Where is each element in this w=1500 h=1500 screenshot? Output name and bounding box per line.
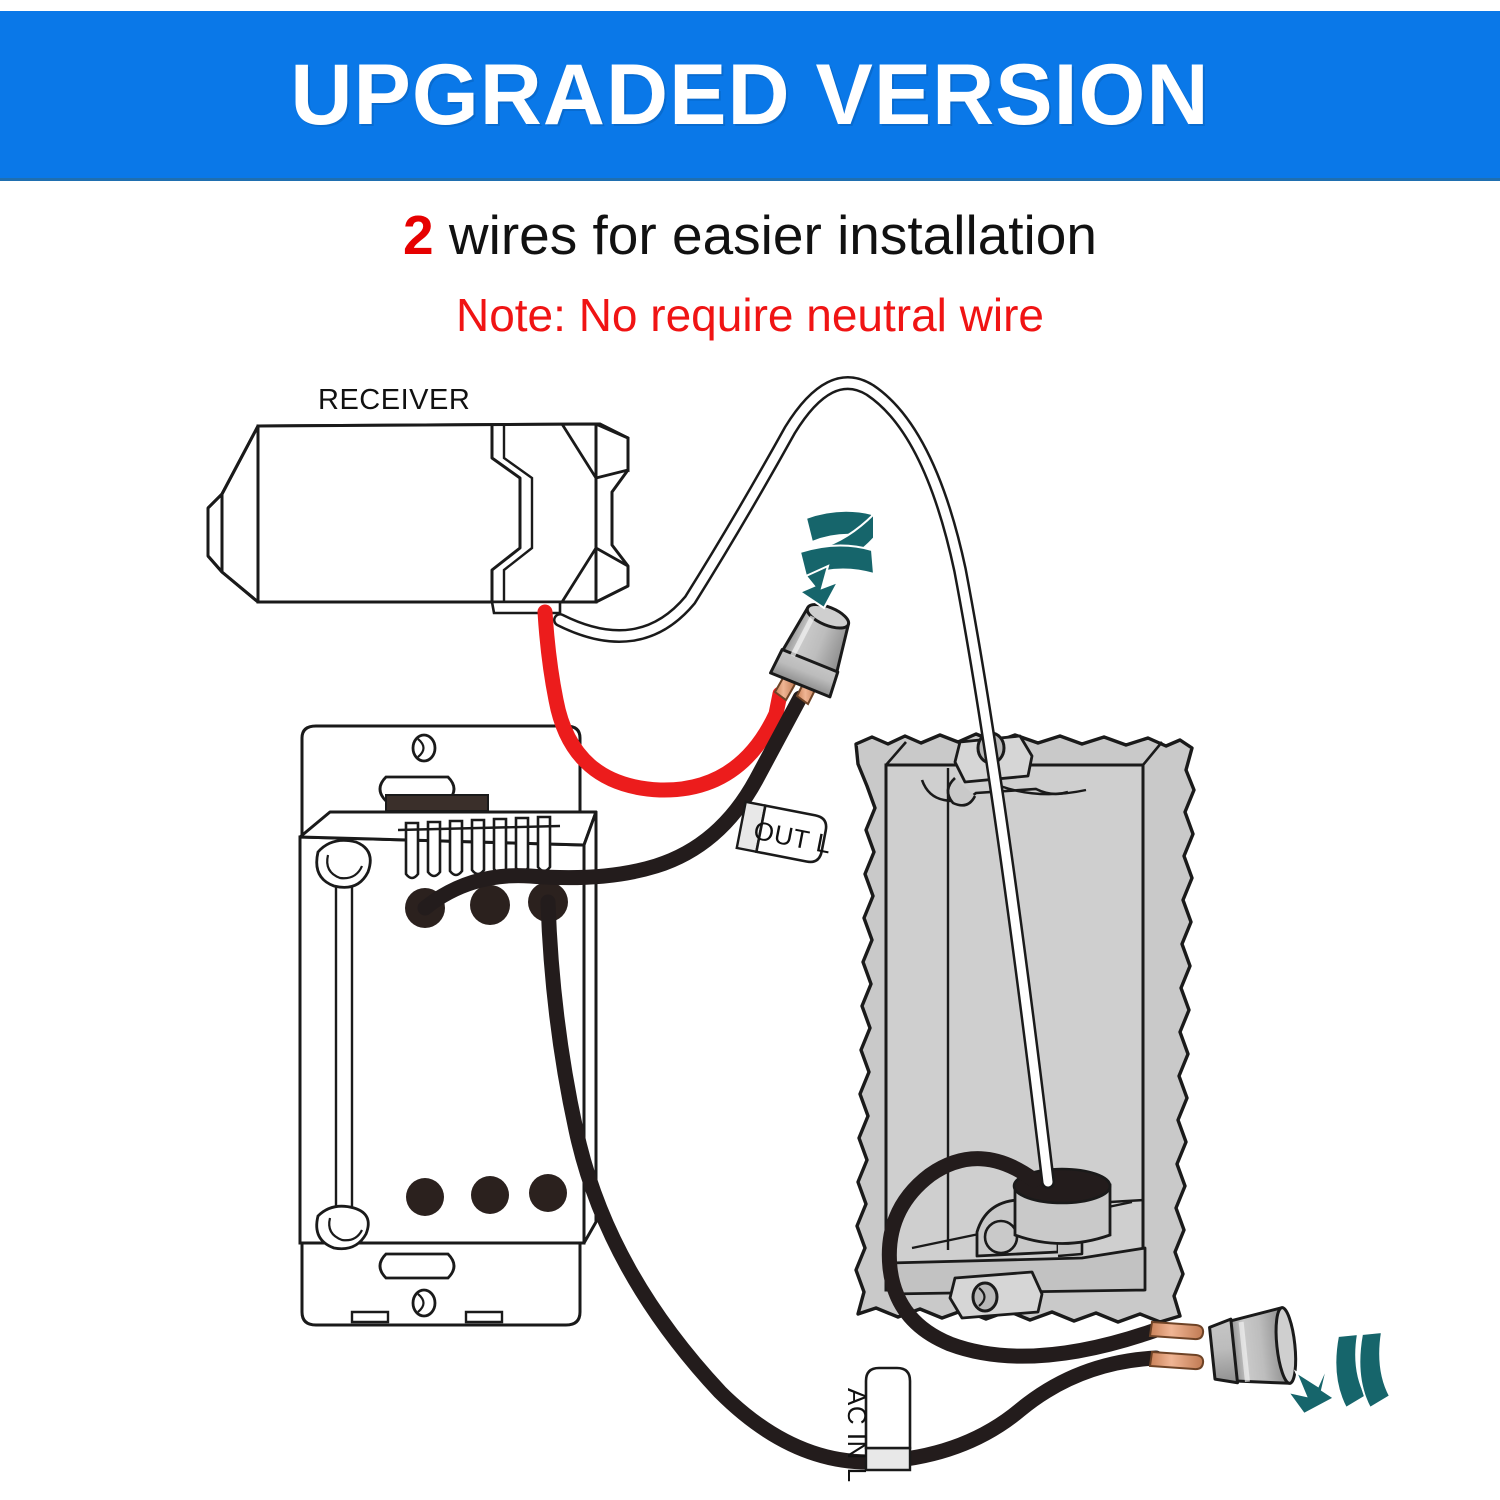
banner-title: UPGRADED VERSION <box>290 46 1210 143</box>
banner-underline-divider <box>0 178 1500 181</box>
tag-ac-in-l-collar <box>864 1446 912 1472</box>
switch-bottom-left-paddle <box>315 1204 370 1251</box>
receiver-caption: RECEIVER <box>318 384 471 416</box>
receiver-left-bevel <box>206 425 260 604</box>
black-ac-in-l-wire <box>540 894 1164 1470</box>
wire-nut-lower-highlight <box>1238 1321 1250 1382</box>
twist-arrow-lower-icon <box>1285 1330 1392 1416</box>
switch-terminal-lower-2 <box>471 1176 509 1214</box>
wire-nut-lower <box>1208 1306 1298 1385</box>
switch-terminal-lower-3 <box>529 1174 567 1212</box>
switch-bottom-left-paddle-inner <box>328 1217 363 1242</box>
switch-yoke-top-screw-slot <box>417 738 425 758</box>
wire-nut-upper-top <box>805 603 851 630</box>
black-box-lead-wire <box>881 1151 1164 1364</box>
switch-body-left-panel <box>334 845 354 1240</box>
black-ac-in-l-path <box>540 894 876 1470</box>
tag-ac-in-l-label: AC IN L <box>842 1388 872 1483</box>
wire-nut-lower-cap <box>1274 1306 1298 1385</box>
receiver-right-bevel <box>560 423 629 603</box>
tag-ac-in-l <box>864 1366 912 1472</box>
switch-vent-top-line <box>397 824 561 832</box>
switch-body-right-face <box>582 810 598 1245</box>
twist-arrow-upper-head <box>797 564 841 610</box>
switch-yoke-bottom-tabs <box>350 1310 504 1324</box>
wall-box-top-clamp-edge <box>999 784 1087 796</box>
black-out-l-path <box>417 690 808 916</box>
subtitle-main-rest: wires for easier installation <box>433 204 1097 266</box>
switch-yoke-bottom-slot <box>378 1252 456 1280</box>
header-banner: UPGRADED VERSION <box>0 11 1500 178</box>
switch-terminal-upper-2 <box>470 885 510 925</box>
twist-arrow-lower-head <box>1285 1363 1336 1416</box>
red-lead-wire <box>537 604 788 798</box>
tag-ac-in-l-body <box>864 1366 912 1450</box>
twist-arrow-upper-ribbon-3 <box>798 544 876 578</box>
subtitle-note: Note: No require neutral wire <box>455 289 1045 341</box>
receiver-center-seam <box>490 424 522 602</box>
upper-wire-junction <box>769 603 851 706</box>
wire-nut-lower-skirt <box>1208 1317 1239 1385</box>
switch-terminal-lower-1 <box>406 1178 444 1216</box>
switch-top-dark-bar <box>385 794 489 812</box>
white-lead-core <box>555 378 1053 1187</box>
receiver-body-main <box>256 422 598 604</box>
receiver-module <box>206 422 630 615</box>
switch-yoke-bottom-screw-slot <box>417 1293 425 1313</box>
wire-nut-upper-highlight <box>790 615 815 658</box>
black-ac-in-l-path-2 <box>860 1350 1164 1470</box>
wall-box-knockout-right-edge <box>1109 1198 1145 1204</box>
red-lead-path <box>537 604 788 798</box>
receiver-center-seam-inner <box>502 424 534 602</box>
wall-box-bottom-screw-slot <box>978 1287 986 1307</box>
copper-tip-ac-2 <box>1148 1350 1205 1371</box>
wire-nut-upper-skirt <box>769 648 840 699</box>
switch-top-left-paddle <box>315 838 372 889</box>
wall-box-top-clamp-ring <box>946 777 977 807</box>
copper-tip-ac-1 <box>1148 1320 1205 1341</box>
tag-out-l-body <box>754 804 828 864</box>
subtitle-main: 2 wires for easier installation <box>0 203 1500 267</box>
twist-arrow-upper-icon <box>797 509 876 610</box>
subtitle-accent-number: 2 <box>403 204 434 266</box>
tag-out-l <box>735 800 828 864</box>
white-lead-wire <box>553 376 1055 1189</box>
black-out-l-wire <box>417 690 808 916</box>
wire-nut-upper <box>769 603 851 699</box>
receiver-right-endcap <box>594 422 630 604</box>
switch-top-left-paddle-inner <box>326 854 364 880</box>
black-box-lead-path <box>881 1151 1164 1364</box>
twist-arrow-lower-ribbon-2 <box>1358 1330 1392 1410</box>
lower-wire-junction <box>1148 1306 1298 1385</box>
wall-box-clamp-screw <box>983 1219 1019 1255</box>
